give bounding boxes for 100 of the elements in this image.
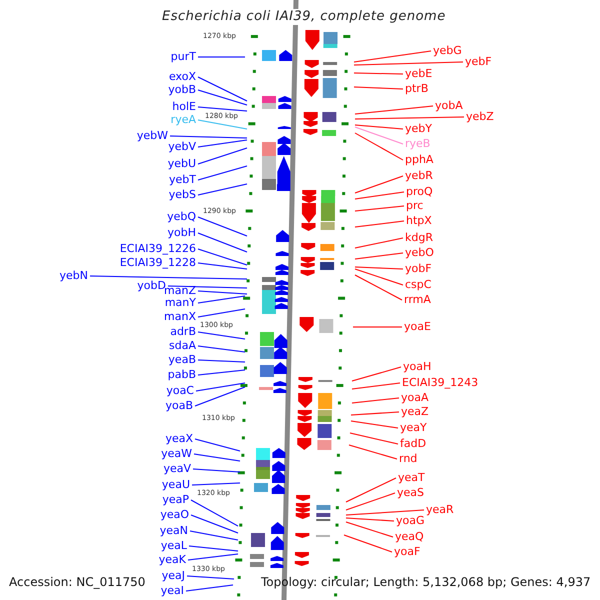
gene-label: yebQ <box>167 210 196 224</box>
gene-label: yebO <box>405 246 434 260</box>
gene-label: yobA <box>435 99 463 113</box>
gene-label: manY <box>164 296 196 310</box>
gene-label: kdgR <box>405 231 433 245</box>
leader-line <box>198 184 248 196</box>
leader-line <box>354 86 404 90</box>
gene-label: yeaW <box>161 447 192 461</box>
leader-line <box>188 554 238 560</box>
gene-label: yeaS <box>397 486 424 500</box>
gene-label: yeaX <box>165 432 193 446</box>
gene-label: rnd <box>399 452 418 466</box>
leader-line <box>350 432 398 444</box>
leader-line <box>354 274 402 300</box>
gene-label: pabB <box>168 368 196 382</box>
leader-line <box>346 478 396 502</box>
leader-line <box>354 132 404 160</box>
leader-line <box>350 420 398 428</box>
gene-label: yoaH <box>403 360 432 374</box>
gene-label: yebE <box>405 67 432 81</box>
gene-label: yoaB <box>165 399 193 413</box>
leader-line <box>198 248 248 266</box>
gene-label: sdaA <box>169 339 196 353</box>
leader-line <box>190 514 238 534</box>
leader-line <box>354 50 432 62</box>
leader-line <box>198 216 248 236</box>
gene-label: exoX <box>168 70 196 84</box>
leader-line <box>198 148 248 164</box>
gene-label: proQ <box>406 185 433 199</box>
gene-label: yeaO <box>160 508 189 522</box>
leader-line <box>354 220 404 228</box>
genome-info-text: Accession: NC_011750 <box>9 575 146 590</box>
gene-label: yebF <box>465 55 492 69</box>
gene-label: yobD <box>137 279 166 293</box>
leader-line <box>192 468 240 472</box>
leader-line <box>346 510 424 516</box>
leader-line <box>354 206 404 212</box>
leader-line <box>350 412 400 416</box>
leader-line <box>190 500 238 526</box>
leader-line <box>354 124 404 130</box>
gene-label: ryeB <box>405 137 430 151</box>
gene-label: yeaK <box>158 553 186 567</box>
diagram-title: Escherichia coli IAI39, complete genome <box>162 9 446 25</box>
gene-label: manZ <box>164 284 196 298</box>
gene-label: yeaT <box>398 471 425 485</box>
leader-line <box>354 176 404 194</box>
leader-line <box>194 386 246 406</box>
leader-line <box>194 438 240 452</box>
leader-line <box>198 90 248 106</box>
gene-label: manX <box>164 310 196 324</box>
gene-label: pphA <box>405 153 434 167</box>
leader-line <box>186 576 234 580</box>
leader-line <box>198 56 246 58</box>
gene-label: yeaN <box>160 524 188 538</box>
leader-line <box>198 290 248 294</box>
gene-label: yoaF <box>394 545 420 559</box>
gene-label: yebN <box>60 269 88 283</box>
gene-label: fadD <box>400 437 426 451</box>
leader-line <box>348 444 398 460</box>
leader-line <box>198 140 248 148</box>
leader-line <box>168 286 248 288</box>
leader-line <box>192 482 240 486</box>
leader-line <box>346 522 394 538</box>
gene-label: yobB <box>168 83 196 97</box>
leader-line <box>194 454 240 462</box>
leader-line <box>354 252 404 260</box>
leader-line <box>186 584 234 592</box>
gene-label: yoaA <box>401 391 429 405</box>
leader-line <box>198 232 248 252</box>
leader-line <box>198 370 246 376</box>
gene-label: ptrB <box>405 82 428 96</box>
gene-label: yebU <box>168 157 196 171</box>
gene-label: yeaR <box>426 503 454 517</box>
leader-line <box>346 518 394 522</box>
leader-line <box>198 360 246 362</box>
leader-line <box>346 492 396 510</box>
gene-label: yeaB <box>168 353 196 367</box>
gene-label: yeaU <box>162 478 190 492</box>
leader-line <box>352 382 400 390</box>
gene-label: prc <box>406 199 424 213</box>
gene-label: yebY <box>405 122 432 136</box>
gene-label: yebS <box>168 188 196 202</box>
leader-line <box>196 382 246 392</box>
gene-label: yoaC <box>166 384 194 398</box>
leader-line <box>198 262 248 270</box>
leader-line <box>198 106 248 112</box>
leader-line <box>198 166 248 180</box>
leader-line <box>352 366 402 382</box>
gene-label: ECIAI39_1226 <box>120 242 196 256</box>
leader-line <box>188 546 238 552</box>
leader-line <box>198 332 246 340</box>
leader-line <box>198 76 248 102</box>
leader-line <box>190 530 238 540</box>
leader-line <box>198 120 248 130</box>
leader-line <box>354 266 404 270</box>
gene-label: yobH <box>168 226 196 240</box>
gene-label: yebW <box>136 129 168 143</box>
leader-line <box>352 398 400 404</box>
gene-label: holE <box>172 100 196 114</box>
gene-label: purT <box>170 50 196 64</box>
